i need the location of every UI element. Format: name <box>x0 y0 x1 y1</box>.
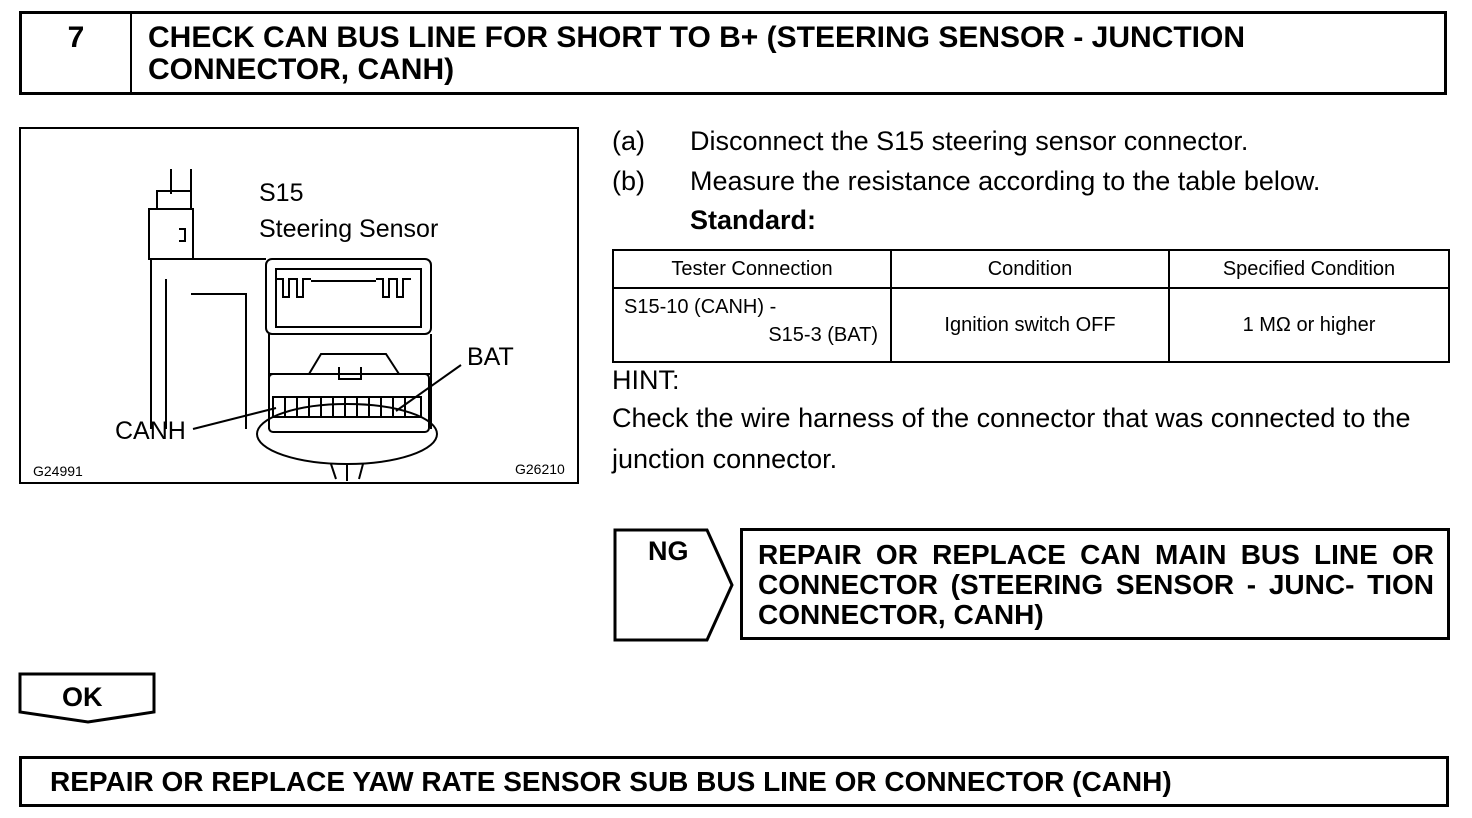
standard-label: Standard: <box>690 205 817 235</box>
figure-code-left: G24991 <box>33 463 83 479</box>
tester-connection-cell: S15-10 (CANH) - S15-3 (BAT) <box>612 287 892 363</box>
table-row: S15-10 (CANH) - S15-3 (BAT) Ignition swi… <box>612 287 1450 363</box>
bat-label: BAT <box>467 343 514 371</box>
connector-code-label: S15 <box>259 179 303 207</box>
condition-cell: Ignition switch OFF <box>890 287 1170 363</box>
instruction-text: Disconnect the S15 steering sensor conne… <box>690 126 1249 156</box>
connector-diagram: S15 Steering Sensor BAT CANH G24991 G262… <box>19 127 579 484</box>
final-result-text: REPAIR OR REPLACE YAW RATE SENSOR SUB BU… <box>50 766 1172 797</box>
table-header-row: Tester Connection Condition Specified Co… <box>612 249 1450 289</box>
table-header-cell: Condition <box>890 249 1170 289</box>
ng-result-box: REPAIR OR REPLACE CAN MAIN BUS LINE OR C… <box>740 528 1450 640</box>
tester-connection-line2: S15-3 (BAT) <box>768 324 878 346</box>
table-header-cell: Specified Condition <box>1168 249 1450 289</box>
instruction-letter: (a) <box>612 126 645 156</box>
tester-connection-line1: S15-10 (CANH) - <box>624 296 777 318</box>
spec-table: Tester Connection Condition Specified Co… <box>612 249 1450 363</box>
ng-label: NG <box>648 536 689 566</box>
ok-arrow-icon <box>18 672 156 724</box>
instruction-letter: (b) <box>612 166 645 196</box>
canh-label: CANH <box>115 417 186 445</box>
step-title: CHECK CAN BUS LINE FOR SHORT TO B+ (STEE… <box>148 21 1246 86</box>
ng-result-text: REPAIR OR REPLACE CAN MAIN BUS LINE OR C… <box>758 539 1434 630</box>
instruction-text: Measure the resistance according to the … <box>690 166 1321 196</box>
ng-arrow-icon <box>613 528 734 642</box>
ok-label: OK <box>62 682 103 712</box>
step-number: 7 <box>22 14 132 92</box>
connector-name-label: Steering Sensor <box>259 215 438 243</box>
final-result-box: REPAIR OR REPLACE YAW RATE SENSOR SUB BU… <box>19 756 1449 807</box>
hint-label: HINT: <box>612 365 680 395</box>
figure-code-right: G26210 <box>515 461 565 477</box>
table-header-cell: Tester Connection <box>612 249 892 289</box>
step-header: 7 CHECK CAN BUS LINE FOR SHORT TO B+ (ST… <box>19 11 1447 95</box>
steering-sensor-illustration: S15 Steering Sensor BAT CANH G24991 G262… <box>33 169 565 481</box>
specified-condition-cell: 1 MΩ or higher <box>1168 287 1450 363</box>
hint-text: Check the wire harness of the connector … <box>612 403 1411 474</box>
